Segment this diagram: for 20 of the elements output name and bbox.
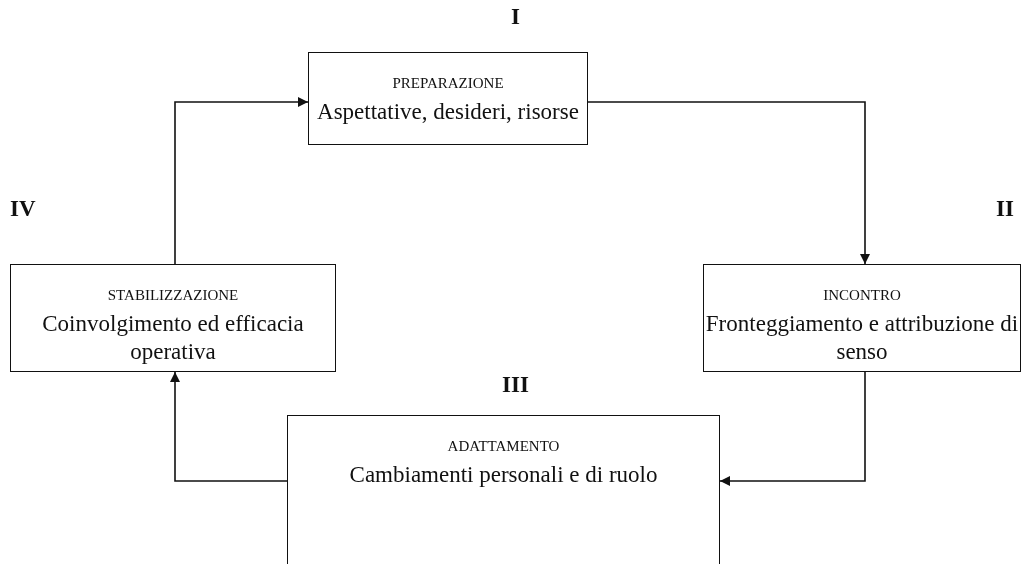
- stage-number: III: [502, 372, 529, 398]
- stage-description: Fronteggiamento e attribuzione di senso: [704, 310, 1020, 366]
- arrow: [174, 97, 309, 265]
- stage-description: Cambiamenti personali e di ruolo: [349, 461, 658, 489]
- arrow: [170, 371, 288, 482]
- stage-heading: PREPARAZIONE: [392, 75, 504, 92]
- stage-heading: ADATTAMENTO: [447, 438, 560, 455]
- stage-number: IV: [10, 196, 36, 222]
- stage-description: Coinvolgimento ed efficacia operativa: [41, 310, 305, 366]
- stage-description: Aspettative, desideri, risorse: [317, 98, 579, 126]
- stage-box: [10, 264, 336, 372]
- stage-box: [308, 52, 588, 145]
- stage-heading: INCONTRO: [823, 287, 901, 304]
- stage-box: [703, 264, 1021, 372]
- arrow: [587, 101, 870, 265]
- stage-number: II: [996, 196, 1014, 222]
- arrow: [719, 371, 866, 486]
- stage-heading: STABILIZZAZIONE: [107, 287, 239, 304]
- stage-number: I: [511, 4, 520, 30]
- stage-box: [287, 415, 720, 564]
